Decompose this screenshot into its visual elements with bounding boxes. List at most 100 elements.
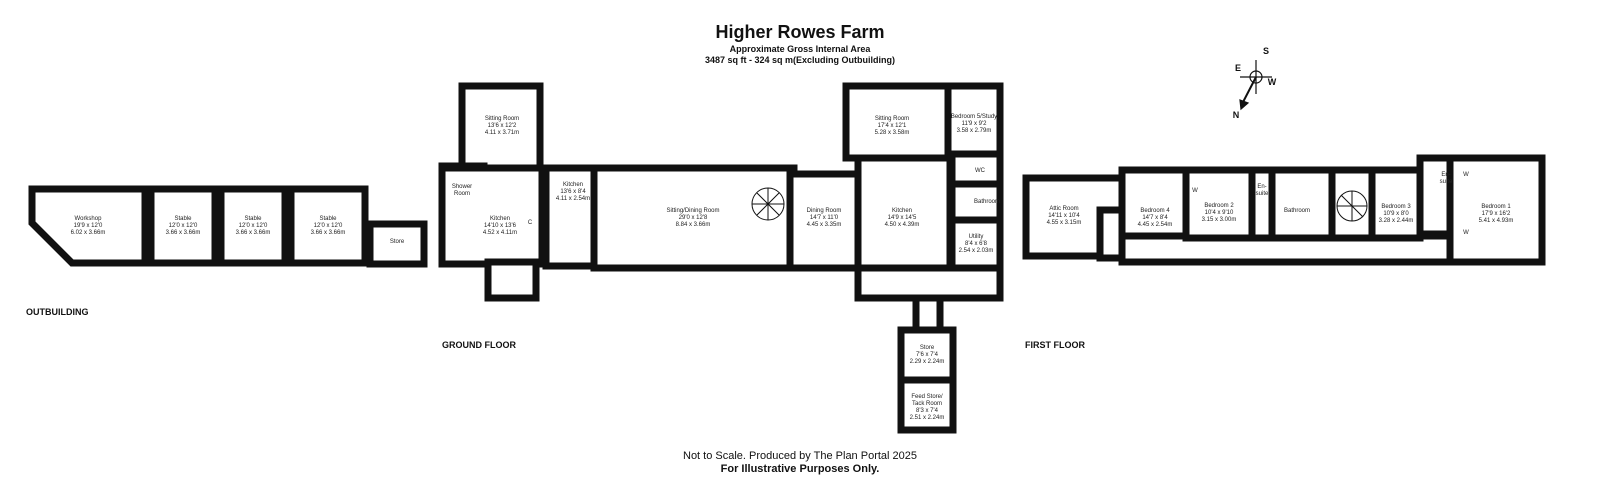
- room-label-line: 14'10 x 13'6: [484, 223, 517, 229]
- plan-title: Higher Rowes Farm: [715, 22, 885, 42]
- section-label-ground-floor: GROUND FLOOR: [442, 340, 516, 350]
- room-label-bathroom-f: Bathroom: [1284, 208, 1310, 214]
- room-label-line: 12'0 x 12'0: [169, 223, 198, 229]
- room-label-line: 4.45 x 2.54m: [1138, 222, 1173, 228]
- room-label-line: 3.66 x 3.66m: [236, 230, 271, 236]
- room-label-line: Room: [454, 191, 470, 197]
- room-label-wc: WC: [975, 168, 986, 174]
- room-label-line: 14'7 x 11'0: [810, 215, 839, 221]
- wall-rear-passage: [854, 264, 1004, 302]
- room-label-line: W: [1463, 172, 1469, 178]
- room-label-line: suite: [1256, 191, 1269, 197]
- room-label-line: Sitting Room: [485, 116, 519, 122]
- room-label-line: 2.29 x 2.24m: [910, 359, 945, 365]
- room-label-line: En-: [1441, 172, 1450, 178]
- compass-e: E: [1235, 63, 1241, 73]
- room-label-w3: W: [1463, 230, 1469, 236]
- room-label-line: Bathroom: [974, 199, 1000, 205]
- room-label-line: 10'9 x 8'0: [1383, 211, 1409, 217]
- room-label-line: 4.55 x 3.15m: [1047, 220, 1082, 226]
- room-label-line: 5.28 x 3.58m: [875, 130, 910, 136]
- room-label-line: 10'4 x 9'10: [1205, 210, 1234, 216]
- room-label-line: 3.15 x 3.00m: [1202, 217, 1237, 223]
- wall-bathroom-first: [1268, 166, 1336, 242]
- wall-ensuite-1: [1416, 154, 1454, 238]
- room-label-line: 4.50 x 4.39m: [885, 222, 920, 228]
- room-label-line: W: [1463, 230, 1469, 236]
- room-label-line: Shower: [452, 184, 472, 190]
- room-label-line: Stable: [319, 216, 337, 222]
- wall-workshop: [28, 185, 149, 267]
- room-label-line: Kitchen: [563, 182, 583, 188]
- wall-stable-1: [147, 185, 219, 267]
- wall-sitting-room-small: [458, 82, 544, 172]
- room-label-line: 4.11 x 3.71m: [485, 130, 519, 136]
- room-label-line: 3.28 x 2.44m: [1379, 218, 1414, 224]
- wall-kitchen-a: [438, 164, 546, 268]
- scale-note: Not to Scale. Produced by The Plan Porta…: [683, 450, 917, 462]
- room-label-line: 13'6 x 12'2: [488, 123, 517, 129]
- room-label-line: 2.51 x 2.24m: [910, 415, 945, 421]
- room-label-line: Bedroom 1: [1481, 204, 1511, 210]
- room-label-line: 8'3 x 7'4: [916, 408, 939, 414]
- room-label-line: Bathroom: [1284, 208, 1310, 214]
- room-label-line: Stable: [244, 216, 262, 222]
- room-label-w1: W: [1192, 188, 1198, 194]
- room-label-line: 14'9 x 14'5: [888, 215, 917, 221]
- room-label-line: 4.11 x 2.54m: [556, 196, 590, 202]
- wall-bedroom-5: [944, 82, 1004, 158]
- room-label-line: W: [1192, 188, 1198, 194]
- room-label-line: 4.45 x 3.35m: [807, 222, 842, 228]
- room-label-line: 14'7 x 8'4: [1142, 215, 1168, 221]
- area-value: 3487 sq ft - 324 sq m(Excluding Outbuild…: [704, 55, 896, 65]
- room-label-line: C: [528, 220, 533, 226]
- room-label-line: Utility: [969, 234, 984, 240]
- wall-dining-room: [786, 170, 862, 272]
- room-label-line: Store: [390, 239, 405, 245]
- room-label-line: 19'9 x 12'0: [74, 223, 103, 229]
- room-label-store-out: Store: [390, 239, 405, 245]
- room-label-line: 17'9 x 16'2: [1482, 211, 1511, 217]
- room-label-line: Attic Room: [1049, 206, 1078, 212]
- compass-s: S: [1263, 46, 1269, 56]
- compass-w: W: [1268, 77, 1277, 87]
- section-label-first-floor: FIRST FLOOR: [1025, 340, 1085, 350]
- room-label-line: En-: [1257, 184, 1266, 190]
- room-label-line: Sitting/Dining Room: [666, 208, 719, 214]
- wall-sitting-room-large: [842, 82, 952, 162]
- room-label-line: 11'9 x 9'2: [962, 121, 988, 127]
- room-label-line: Bedroom 5/Study: [951, 114, 997, 120]
- room-label-line: Dining Room: [807, 208, 842, 214]
- room-label-line: 7'6 x 7'4: [916, 352, 939, 358]
- room-label-line: Bedroom 2: [1204, 203, 1234, 209]
- room-label-line: 12'0 x 12'0: [314, 223, 343, 229]
- room-label-line: Store: [920, 345, 935, 351]
- room-label-line: Bedroom 4: [1140, 208, 1170, 214]
- room-label-line: WC: [975, 168, 986, 174]
- area-subtitle: Approximate Gross Internal Area: [729, 44, 871, 54]
- compass-n: N: [1233, 110, 1240, 120]
- room-label-ensuite1: En-suite: [1440, 172, 1453, 185]
- wall-bedroom-1: [1446, 154, 1546, 266]
- room-label-ensuite2: En-suite: [1256, 184, 1269, 197]
- room-label-line: Workshop: [75, 216, 103, 222]
- room-label-line: 5.41 x 4.93m: [1479, 218, 1514, 224]
- wall-stable-3: [287, 185, 369, 267]
